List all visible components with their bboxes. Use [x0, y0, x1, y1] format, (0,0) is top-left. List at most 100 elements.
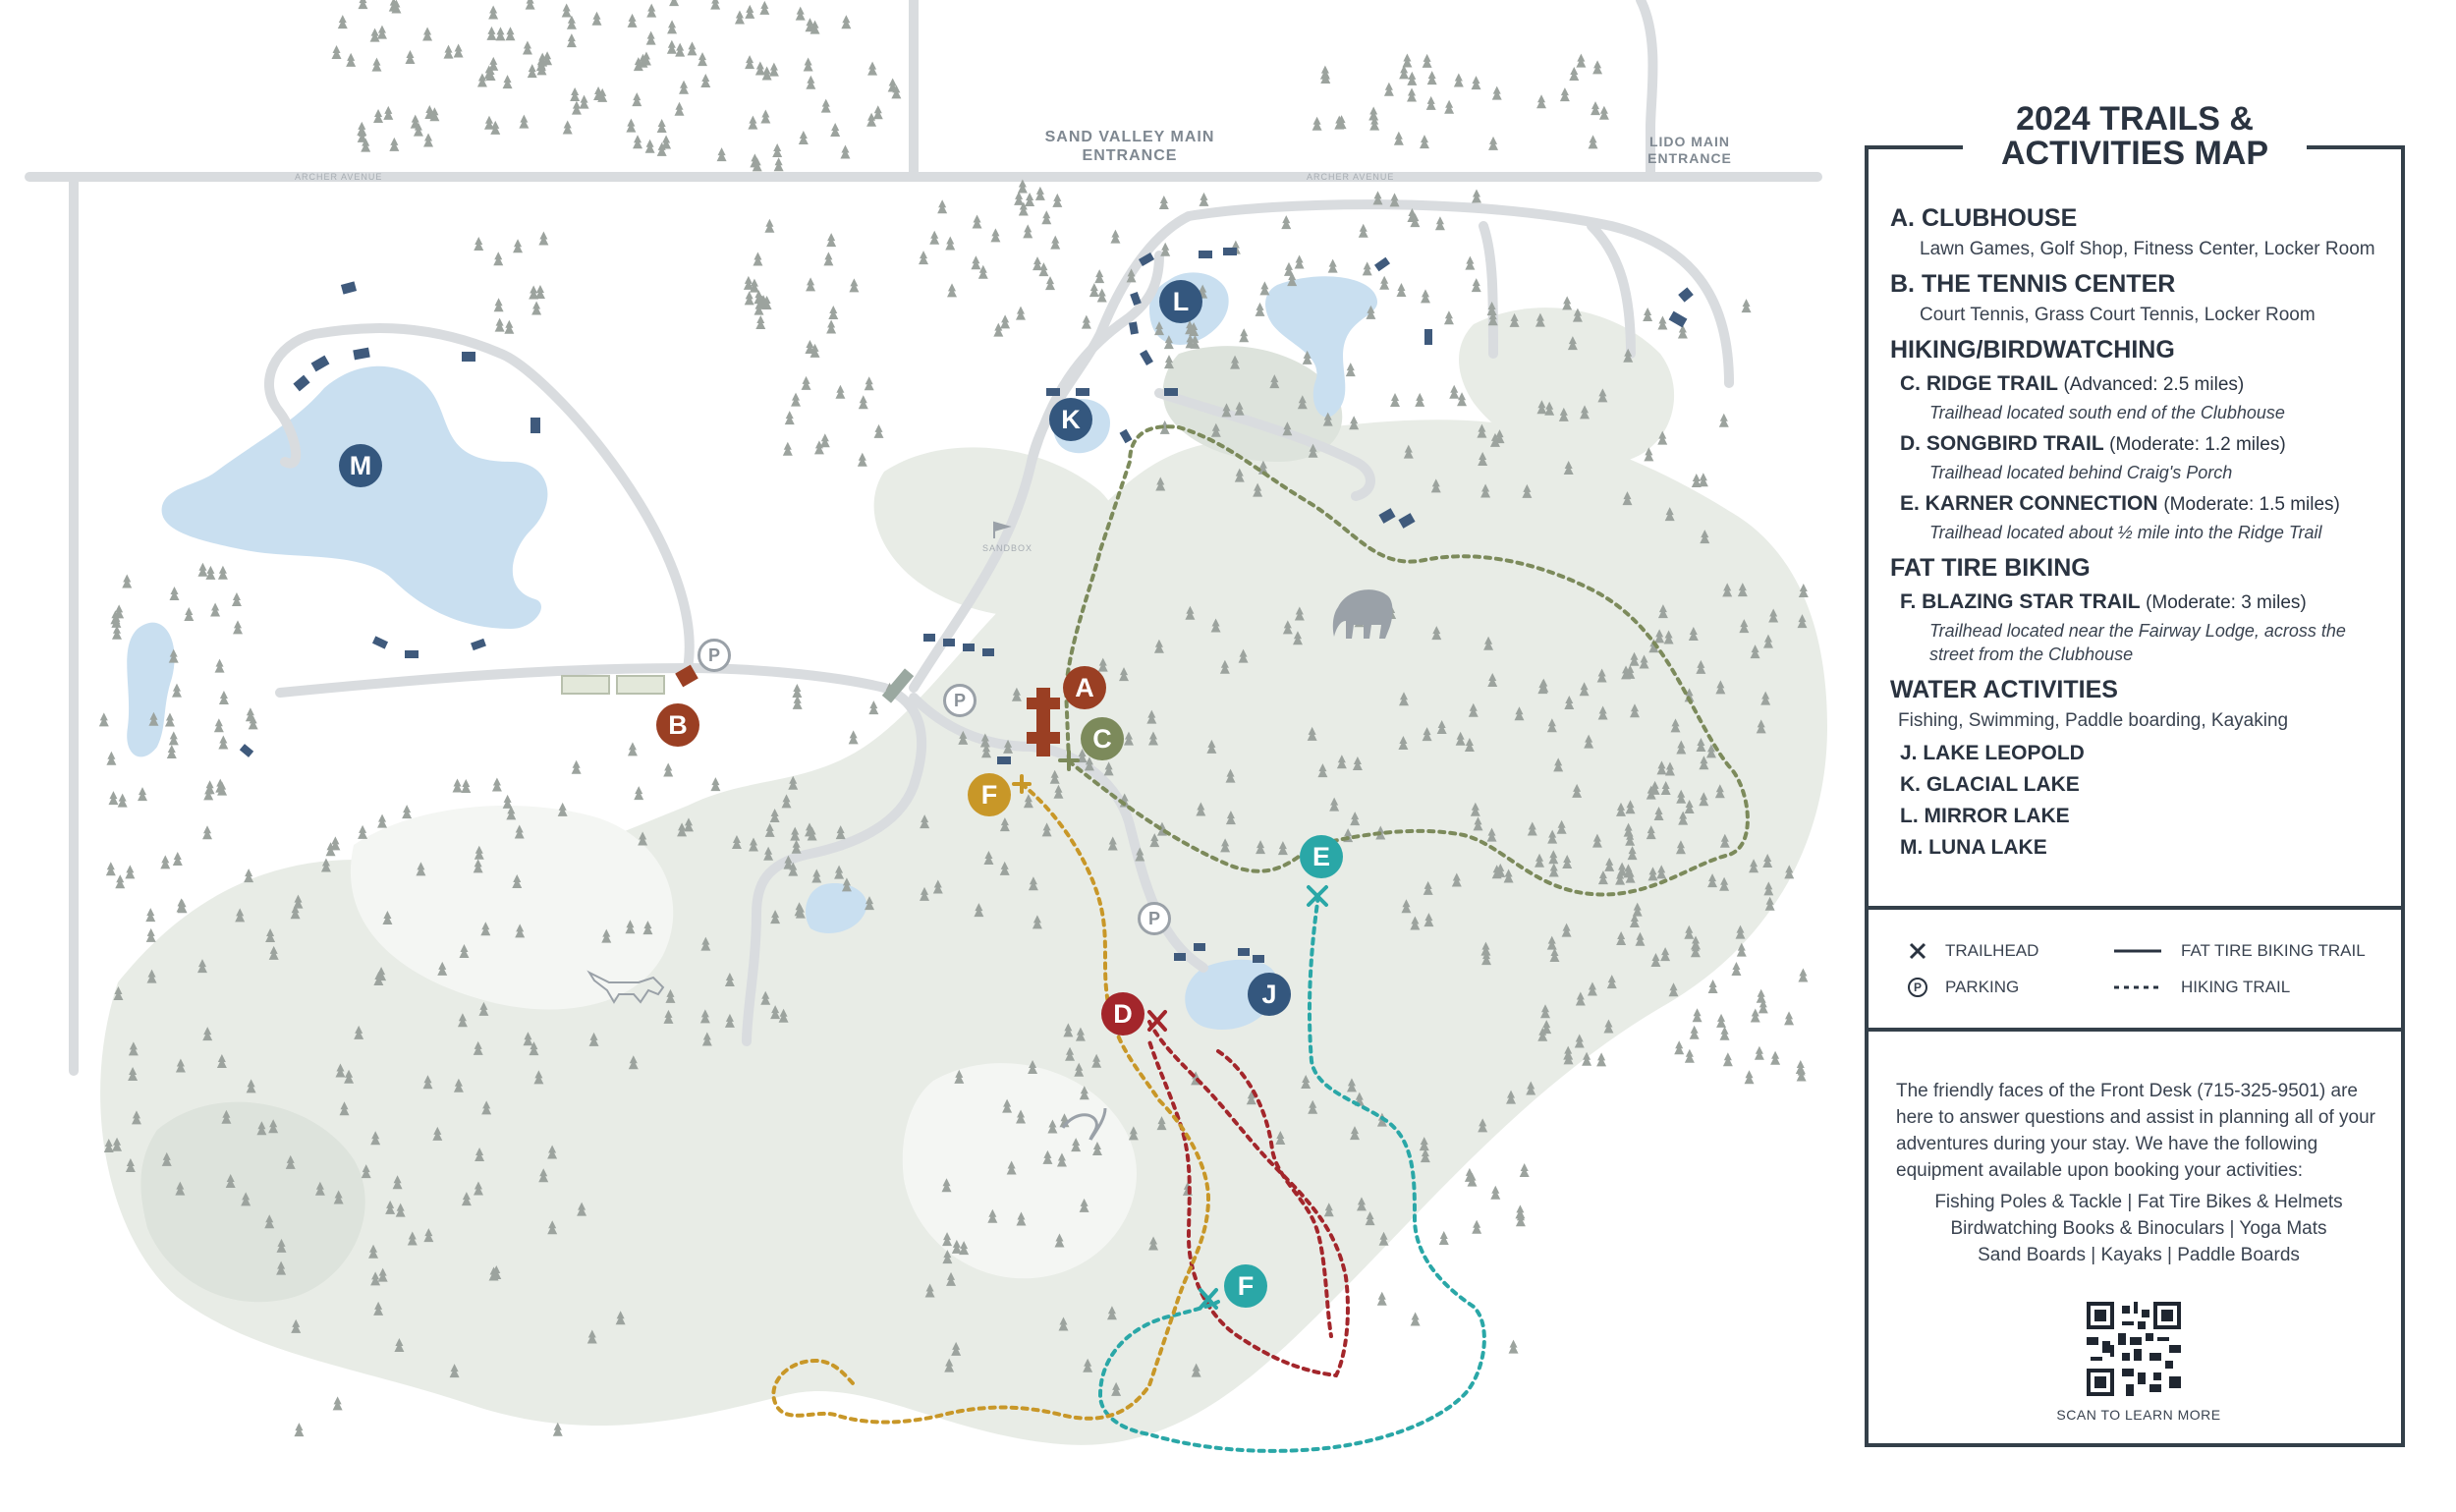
tree-icon — [131, 1110, 141, 1125]
tree-icon — [959, 1241, 970, 1256]
mirror-lake-east — [1265, 276, 1378, 418]
tree-icon — [506, 806, 517, 820]
tree-icon — [820, 98, 831, 113]
tree-icon — [1739, 619, 1750, 634]
tree-icon — [1483, 636, 1494, 650]
tree-icon — [806, 277, 816, 292]
tree-icon — [1126, 268, 1137, 283]
marker-b-tennis-center[interactable]: B — [656, 703, 699, 747]
tree-icon — [865, 896, 875, 911]
tree-icon — [1156, 1116, 1167, 1131]
tree-icon — [1075, 1027, 1086, 1041]
blazing-star-desc: Trailhead located near the Fairway Lodge… — [1929, 621, 2346, 664]
dotted-line-icon — [2114, 985, 2161, 989]
tree-icon — [1275, 1130, 1286, 1145]
tree-icon — [981, 744, 992, 758]
tree-icon — [656, 141, 667, 156]
tree-icon — [942, 1250, 953, 1264]
marker-f-blazing-star-south[interactable]: F — [1224, 1264, 1267, 1308]
key-parking-label: PARKING — [1945, 978, 2020, 996]
tree-icon — [358, 824, 368, 839]
tree-icon — [763, 846, 774, 861]
tree-icon — [1018, 201, 1029, 216]
tree-icon — [1025, 192, 1035, 206]
tree-icon — [527, 64, 537, 79]
tree-icon — [1741, 299, 1752, 313]
tree-icon — [944, 1358, 955, 1372]
tree-icon — [591, 11, 602, 26]
parking-marker-clubhouse[interactable]: P — [943, 684, 977, 717]
qr-code-icon[interactable] — [2087, 1302, 2181, 1396]
marker-a-clubhouse[interactable]: A — [1063, 666, 1106, 709]
marker-e-karner-connection[interactable]: E — [1300, 835, 1343, 878]
tree-icon — [1011, 687, 1022, 701]
tree-icon — [937, 199, 948, 214]
tree-icon — [1398, 692, 1409, 706]
tree-icon — [1561, 923, 1572, 937]
tree-icon — [1436, 719, 1447, 734]
tree-icon — [112, 1137, 123, 1151]
tree-icon — [1536, 94, 1547, 109]
parking-marker-lodge[interactable]: P — [1138, 902, 1171, 935]
marker-m-luna-lake[interactable]: M — [339, 444, 382, 487]
tree-icon — [197, 562, 208, 577]
buildings — [239, 248, 1694, 963]
parking-marker-tennis[interactable]: P — [698, 639, 731, 672]
tree-icon — [1547, 829, 1558, 844]
tree-icon — [1350, 812, 1361, 826]
tree-icon — [1675, 840, 1686, 855]
roads — [25, 0, 1822, 1076]
marker-k-glacial-lake[interactable]: K — [1049, 398, 1092, 441]
tree-icon — [806, 75, 816, 89]
tree-icon — [792, 695, 803, 709]
tree-icon — [646, 3, 657, 18]
tree-icon — [1434, 216, 1445, 231]
tree-icon — [1349, 1126, 1360, 1141]
tree-icon — [1399, 65, 1410, 80]
tree-icon — [1488, 136, 1499, 150]
tree-icon — [954, 1069, 965, 1084]
marker-l-mirror-lake[interactable]: L — [1159, 280, 1202, 323]
tree-icon — [920, 814, 930, 829]
marker-j-lake-leopold[interactable]: J — [1248, 973, 1291, 1016]
tree-icon — [474, 845, 484, 860]
tree-icon — [1148, 1236, 1159, 1251]
tree-icon — [1480, 483, 1491, 498]
tree-icon — [1603, 1019, 1614, 1034]
tree-icon — [488, 5, 499, 20]
tree-icon — [1465, 255, 1476, 270]
tree-icon — [1656, 760, 1667, 775]
tree-icon — [1369, 116, 1380, 131]
marker-f-blazing-star-start[interactable]: F — [968, 773, 1011, 816]
glacial-lake-item: K. GLACIAL LAKE — [1900, 773, 2080, 796]
tree-icon — [1206, 739, 1217, 754]
tree-icon — [1564, 695, 1575, 709]
tree-icon — [205, 565, 216, 580]
tree-icon — [795, 904, 806, 919]
tree-icon — [1647, 867, 1658, 881]
tree-icon — [128, 1066, 139, 1081]
marker-c-ridge-trail[interactable]: C — [1081, 717, 1124, 760]
tree-icon — [615, 1311, 626, 1325]
tree-icon — [835, 825, 846, 840]
tree-icon — [184, 606, 195, 621]
tree-icon — [1422, 53, 1432, 68]
tree-icon — [128, 1041, 139, 1056]
tree-icon — [579, 94, 589, 109]
tree-icon — [514, 824, 525, 839]
tree-icon — [627, 13, 638, 28]
tree-icon — [1083, 1358, 1093, 1372]
tree-icon — [423, 1228, 434, 1243]
tree-icon — [268, 1119, 279, 1134]
tree-icon — [547, 1220, 558, 1235]
tree-icon — [1455, 731, 1466, 746]
tree-icon — [1322, 412, 1333, 426]
tree-icon — [1396, 282, 1407, 297]
hiking-heading: HIKING/BIRDWATCHING — [1890, 336, 2175, 364]
tree-icon — [452, 778, 463, 793]
tree-icon — [168, 731, 179, 746]
tree-icon — [823, 252, 834, 266]
tree-icon — [1625, 831, 1636, 846]
marker-d-songbird-trail[interactable]: D — [1101, 992, 1144, 1036]
tree-icon — [1629, 651, 1640, 666]
